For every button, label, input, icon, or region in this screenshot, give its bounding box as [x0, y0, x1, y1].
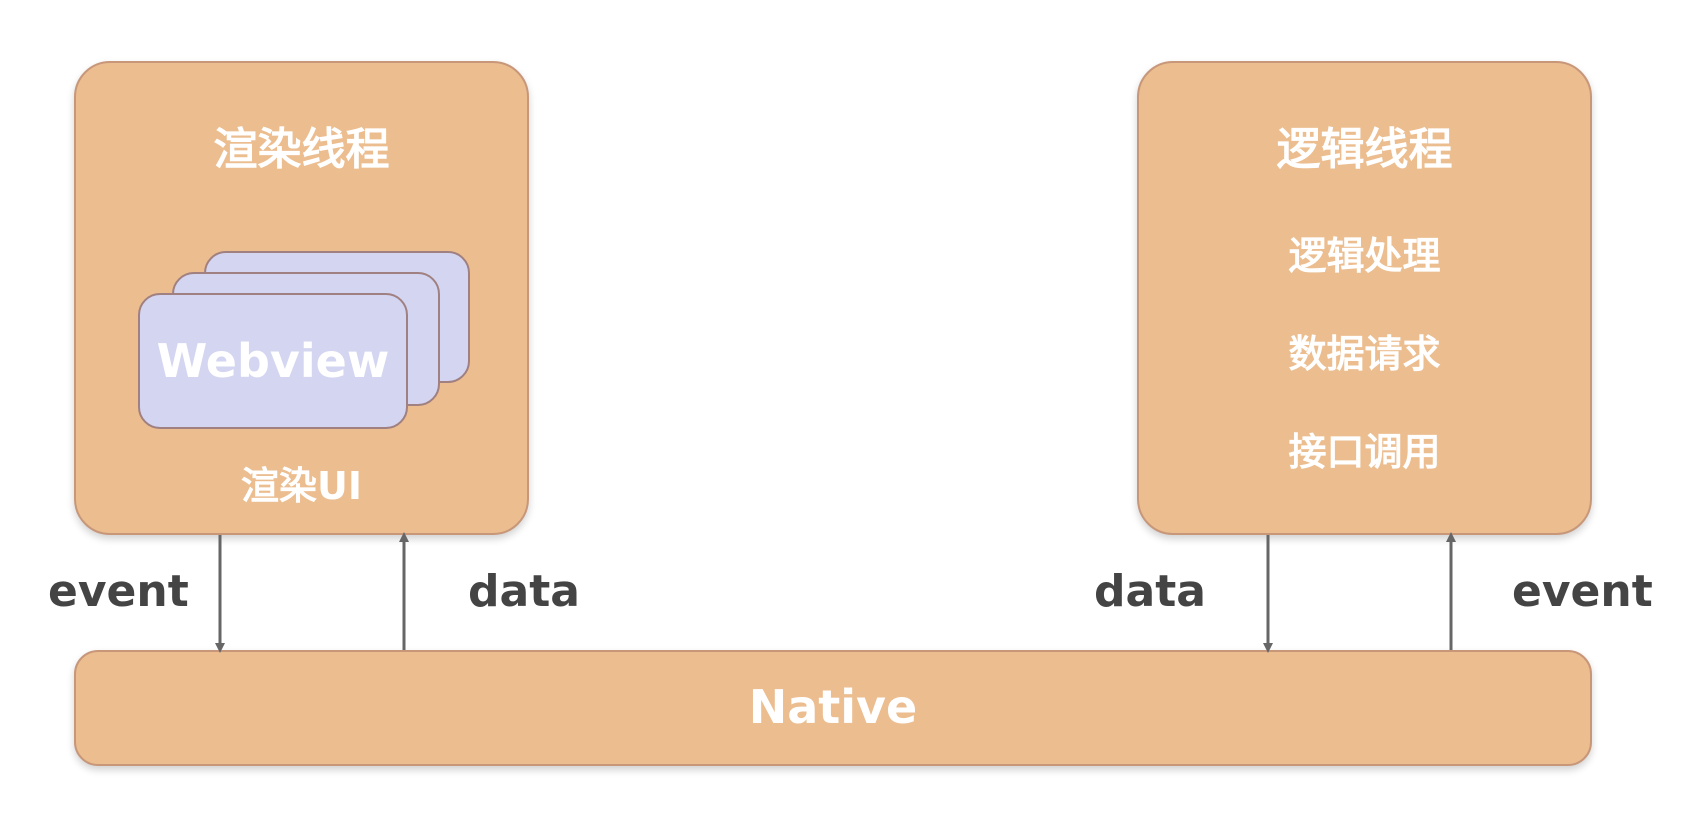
right-event-label: event [1512, 566, 1653, 617]
render-thread-title: 渲染线程 [213, 124, 390, 175]
render-thread-box: 渲染线程 Webview 渲染UI [74, 61, 529, 535]
left-data-label: data [468, 566, 580, 617]
webview-card-front: Webview [138, 293, 408, 429]
logic-thread-title: 逻辑线程 [1276, 124, 1453, 175]
right-data-label: data [1094, 566, 1206, 617]
render-ui-label: 渲染UI [241, 464, 362, 508]
native-label: Native [748, 680, 918, 734]
logic-item-processing: 逻辑处理 [1288, 234, 1441, 278]
left-event-label: event [48, 566, 189, 617]
logic-item-api-call: 接口调用 [1288, 430, 1441, 474]
logic-thread-box: 逻辑线程 逻辑处理 数据请求 接口调用 [1137, 61, 1592, 535]
native-box: Native [74, 650, 1592, 766]
logic-item-data-request: 数据请求 [1288, 332, 1441, 376]
webview-label: Webview [156, 334, 390, 388]
